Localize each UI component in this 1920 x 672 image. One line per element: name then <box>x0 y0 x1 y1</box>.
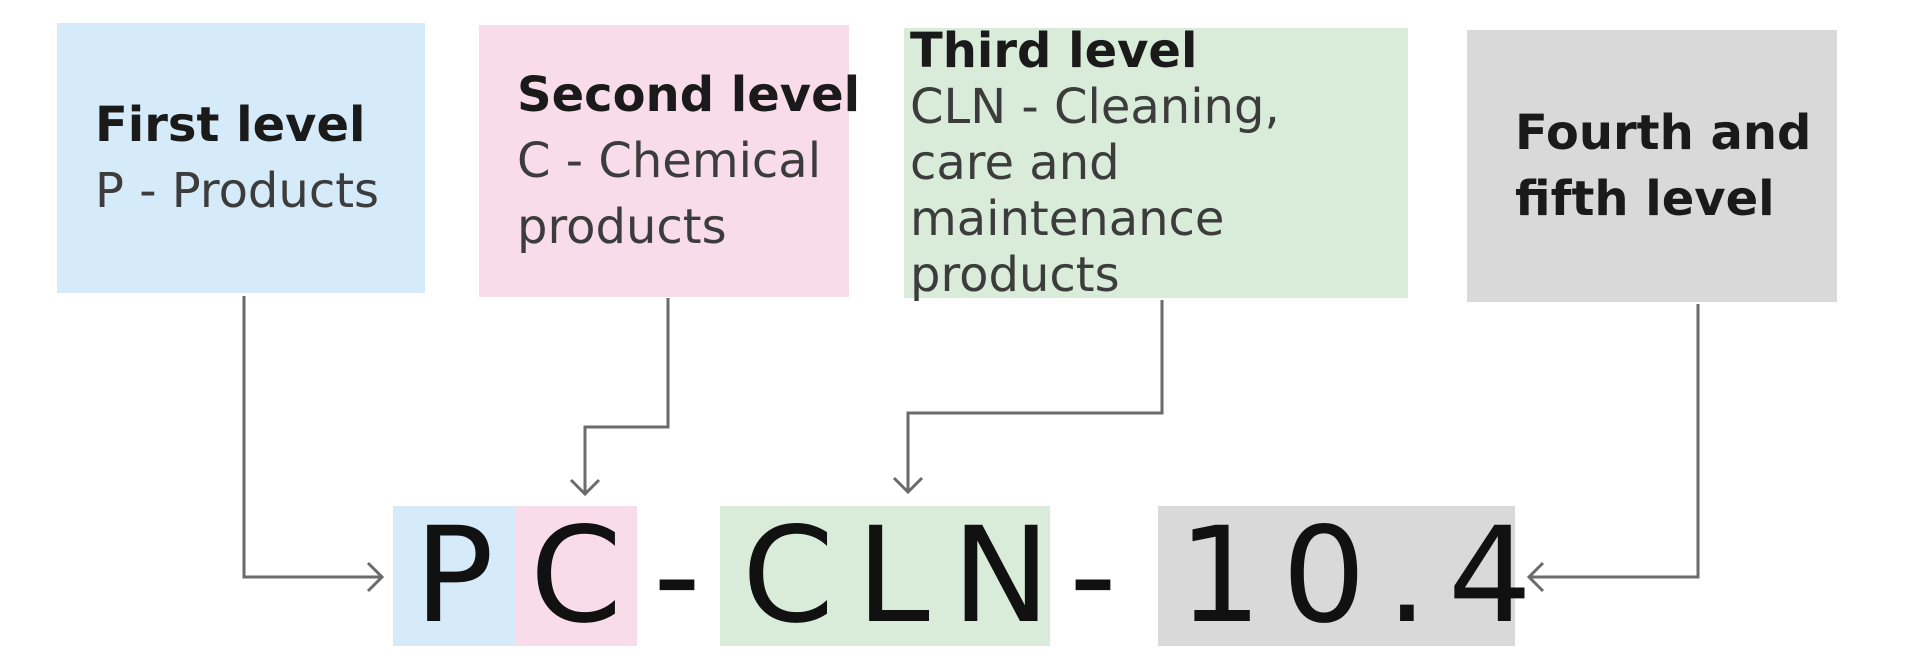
third-level-title: Third level <box>910 23 1198 79</box>
first-level-connector <box>242 296 382 579</box>
fourth-fifth-level-box: Fourth and fifth level <box>1467 30 1837 302</box>
second-level-description: C - Chemical products <box>517 133 822 255</box>
code-segment-p: P <box>393 506 515 646</box>
second-level-connector <box>583 298 670 494</box>
first-level-title: First level <box>95 97 366 153</box>
code-separator-2: - <box>1069 499 1117 653</box>
fourth-fifth-level-title: Fourth and fifth level <box>1515 105 1812 227</box>
third-level-description: CLN - Cleaning, care and maintenance pro… <box>910 79 1280 303</box>
first-level-box: First level P - Products <box>57 23 425 293</box>
first-level-description: P - Products <box>95 163 380 219</box>
fourth-fifth-level-connector <box>1529 304 1700 579</box>
second-level-box: Second level C - Chemical products <box>479 25 861 297</box>
first-level-arrowhead <box>366 561 385 593</box>
second-level-arrowhead <box>569 478 601 497</box>
third-level-arrowhead <box>892 476 924 495</box>
code-segment-cln: CLN <box>720 506 1050 646</box>
code-segment-number: 10.4 <box>1158 506 1532 646</box>
second-level-title: Second level <box>517 67 861 123</box>
code-segment-c: C <box>515 506 637 646</box>
third-level-connector <box>906 300 1164 492</box>
third-level-box: Third level CLN - Cleaning, care and mai… <box>904 23 1408 303</box>
code-separator-1: - <box>653 499 701 653</box>
